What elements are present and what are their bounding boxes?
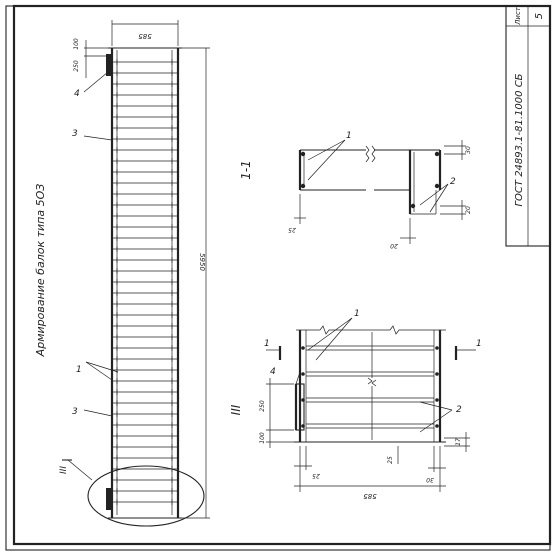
sec-callout-2: 2: [450, 177, 456, 187]
detail-III-view: III 1 1 4 1 2: [229, 309, 482, 500]
section-mark-left: 1: [264, 339, 270, 349]
detail-callout-4: 4: [270, 367, 276, 377]
title-block: Лист 5 ГОСТ 24893.1-81.1000 СБ: [505, 5, 551, 247]
detail-mark-III: III: [59, 466, 69, 474]
sheet-number: 5: [534, 13, 545, 19]
detail-dim-25-left: 25: [312, 472, 320, 479]
detail-III-ellipse: [87, 465, 205, 527]
detail-dim-100: 100: [259, 432, 266, 444]
dim-250: 250: [73, 60, 80, 72]
detail-rod-dot: [435, 372, 439, 376]
section-1-1: 1-1 1 2 30 25: [239, 131, 472, 249]
callout-3-top: 3: [72, 129, 78, 139]
section-mark-right: 1: [476, 339, 482, 349]
detail-III-title: III: [229, 404, 243, 415]
callout-1: 1: [76, 365, 82, 375]
detail-rod-dot: [435, 346, 439, 350]
dim-length-5950: 5950: [198, 253, 206, 271]
callout-3-bottom: 3: [72, 407, 78, 417]
main-title: Армирование балок типа 5ОЗ: [34, 184, 47, 358]
detail-dim-585: 585: [363, 492, 377, 500]
detail-rod-dot: [301, 398, 305, 402]
detail-callout-2: 2: [456, 405, 462, 415]
sec-dim-20-bottom: 20: [390, 242, 398, 249]
detail-callout-1: 1: [354, 309, 360, 319]
detail-dim-30: 30: [426, 476, 434, 483]
embedded-plate-bottom: [106, 488, 111, 510]
sheet-frame: [5, 5, 551, 551]
detail-stirrup-group: [301, 345, 439, 429]
detail-rod-dot: [301, 424, 305, 428]
detail-dim-25-mid: 25: [387, 456, 394, 464]
detail-dim-250: 250: [259, 400, 266, 412]
detail-rod-dot: [301, 372, 305, 376]
sec-callout-1: 1: [346, 131, 352, 141]
sec-dim-20-right: 20: [465, 206, 472, 214]
detail-rod-dot: [435, 424, 439, 428]
dim-width-585: 585: [138, 32, 152, 40]
detail-rod-dot: [435, 398, 439, 402]
callout-4: 4: [74, 89, 80, 99]
inner-frame: [12, 4, 552, 546]
sec-dim-30: 30: [465, 146, 472, 154]
stirrup-group: [112, 59, 178, 505]
detail-rod-dot: [301, 346, 305, 350]
drawing-code: ГОСТ 24893.1-81.1000 СБ: [514, 73, 525, 206]
section-1-1-title: 1-1: [239, 160, 253, 180]
sec-dim-25: 25: [288, 226, 296, 233]
dim-100: 100: [73, 38, 80, 50]
detail-dim-17: 17: [455, 438, 462, 446]
embedded-plate-top: [106, 54, 111, 76]
sheet-label: Лист: [514, 6, 522, 26]
beam-main-view: Армирование балок типа 5ОЗ 585 5950 100 …: [34, 20, 210, 527]
